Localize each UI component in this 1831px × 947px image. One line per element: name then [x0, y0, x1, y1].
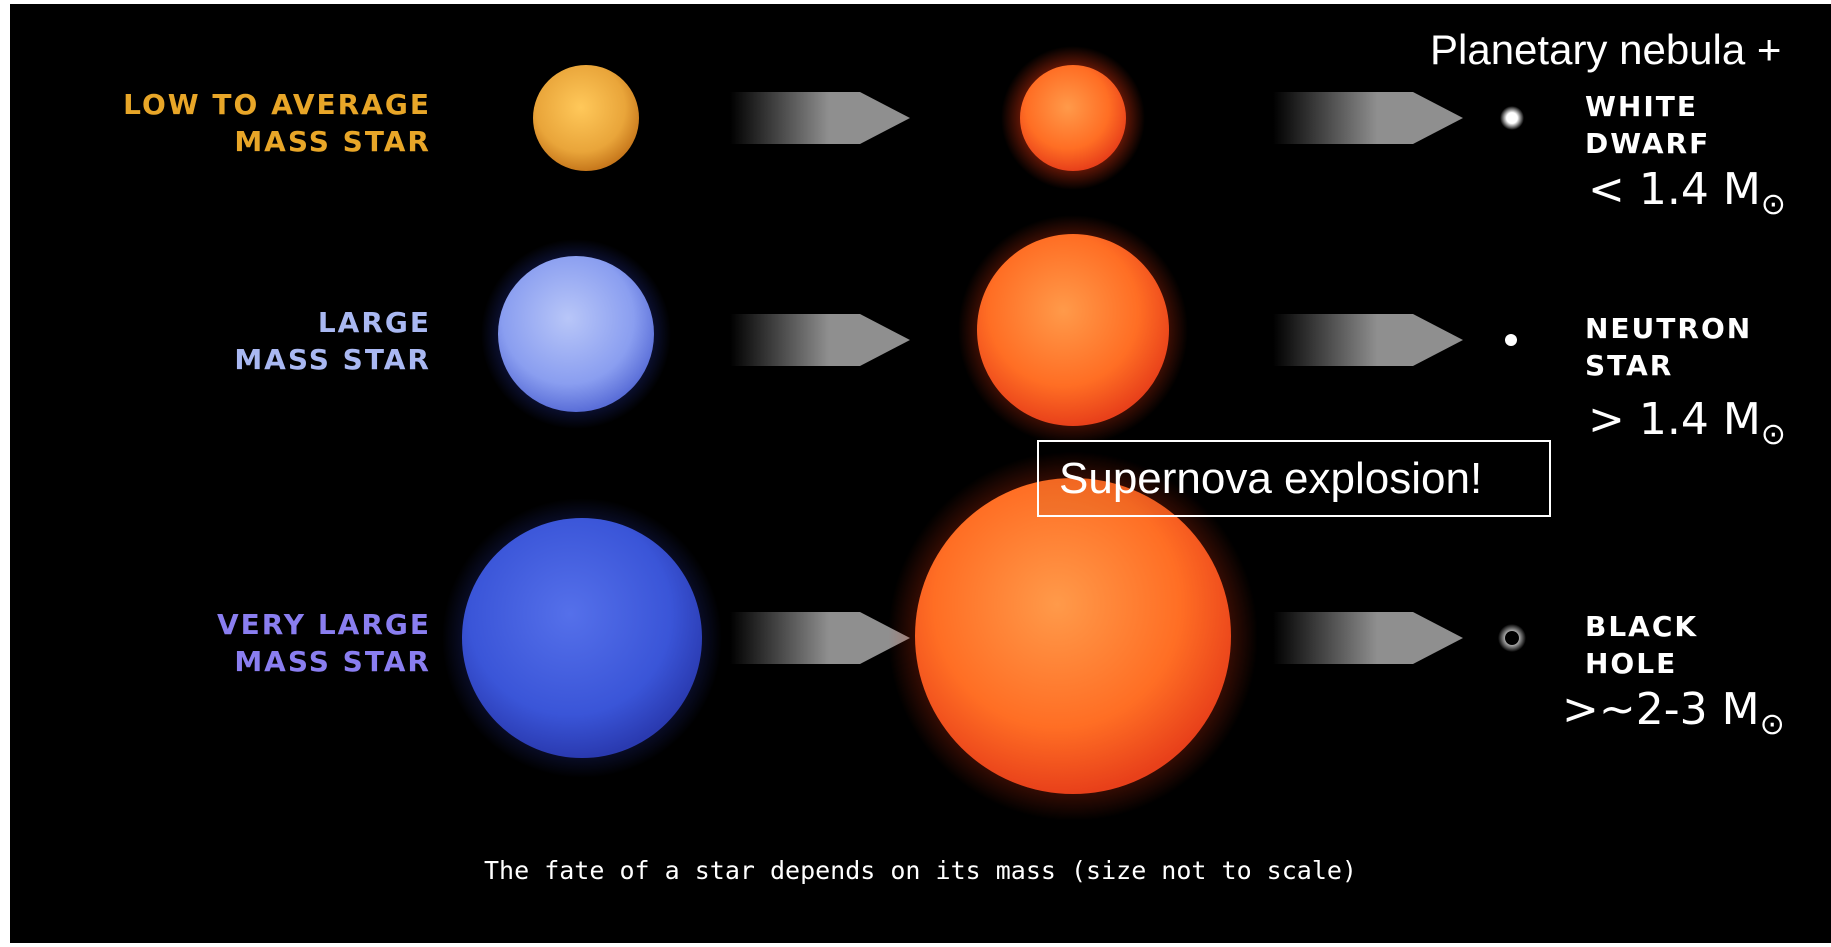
sun-symbol-icon: ⊙: [1760, 186, 1786, 222]
white-dwarf-icon: [1500, 106, 1524, 130]
mass-threshold-black-hole: >~2-3 M⊙: [1562, 684, 1785, 742]
red-hypergiant-star-icon: [915, 478, 1231, 794]
row-label-very-large-mass: Very large mass star: [217, 606, 431, 680]
arrow-icon: [730, 612, 910, 664]
row-label-line1: Large: [317, 306, 431, 339]
mass-text: > 1.4 M: [1588, 394, 1761, 445]
fate-label-line2: hole: [1585, 647, 1678, 680]
neutron-star-icon: [1505, 334, 1517, 346]
fate-label-line2: dwarf: [1585, 127, 1711, 160]
row-label-low-mass: Low to average mass star: [123, 86, 431, 160]
caption: The fate of a star depends on its mass (…: [484, 856, 1357, 885]
row-label-large-mass: Large mass star: [234, 304, 431, 378]
row-label-line2: mass star: [234, 125, 431, 158]
diagram-graphics: [442, 46, 1526, 821]
arrow-icon: [1273, 612, 1463, 664]
mass-text: >~2-3 M: [1562, 684, 1760, 735]
yellow-star-icon: [533, 65, 639, 171]
fate-label-line1: White: [1585, 90, 1698, 123]
fate-label-neutron-star: Neutron star: [1585, 310, 1752, 384]
arrow-icon: [1273, 92, 1463, 144]
arrow-icon: [730, 92, 910, 144]
dark-blue-star-icon: [462, 518, 702, 758]
row-label-line1: Low to average: [123, 88, 431, 121]
light-blue-star-icon: [498, 256, 654, 412]
fate-label-line1: Neutron: [1585, 312, 1753, 345]
fate-label-white-dwarf: White dwarf: [1585, 88, 1710, 162]
supernova-callout: Supernova explosion!: [1037, 440, 1551, 517]
sun-symbol-icon: ⊙: [1759, 706, 1785, 742]
mass-threshold-white-dwarf: < 1.4 M⊙: [1588, 164, 1786, 222]
arrow-icon: [730, 314, 910, 366]
heading: Planetary nebula +: [1430, 26, 1782, 73]
fate-label-black-hole: Black hole: [1585, 608, 1698, 682]
mass-threshold-neutron-star: > 1.4 M⊙: [1588, 394, 1786, 452]
fate-label-line2: star: [1585, 349, 1674, 382]
row-label-line2: mass star: [234, 645, 431, 678]
diagram-canvas: Planetary nebula + Low to average mass s…: [10, 4, 1831, 943]
red-giant-star-icon: [1020, 65, 1126, 171]
mass-text: < 1.4 M: [1588, 164, 1761, 215]
arrow-icon: [1273, 314, 1463, 366]
fate-label-line1: Black: [1585, 610, 1699, 643]
sun-symbol-icon: ⊙: [1760, 416, 1786, 452]
row-label-line1: Very large: [216, 608, 431, 641]
black-hole-icon: [1505, 631, 1519, 645]
red-supergiant-star-icon: [977, 234, 1169, 426]
row-label-line2: mass star: [234, 343, 431, 376]
